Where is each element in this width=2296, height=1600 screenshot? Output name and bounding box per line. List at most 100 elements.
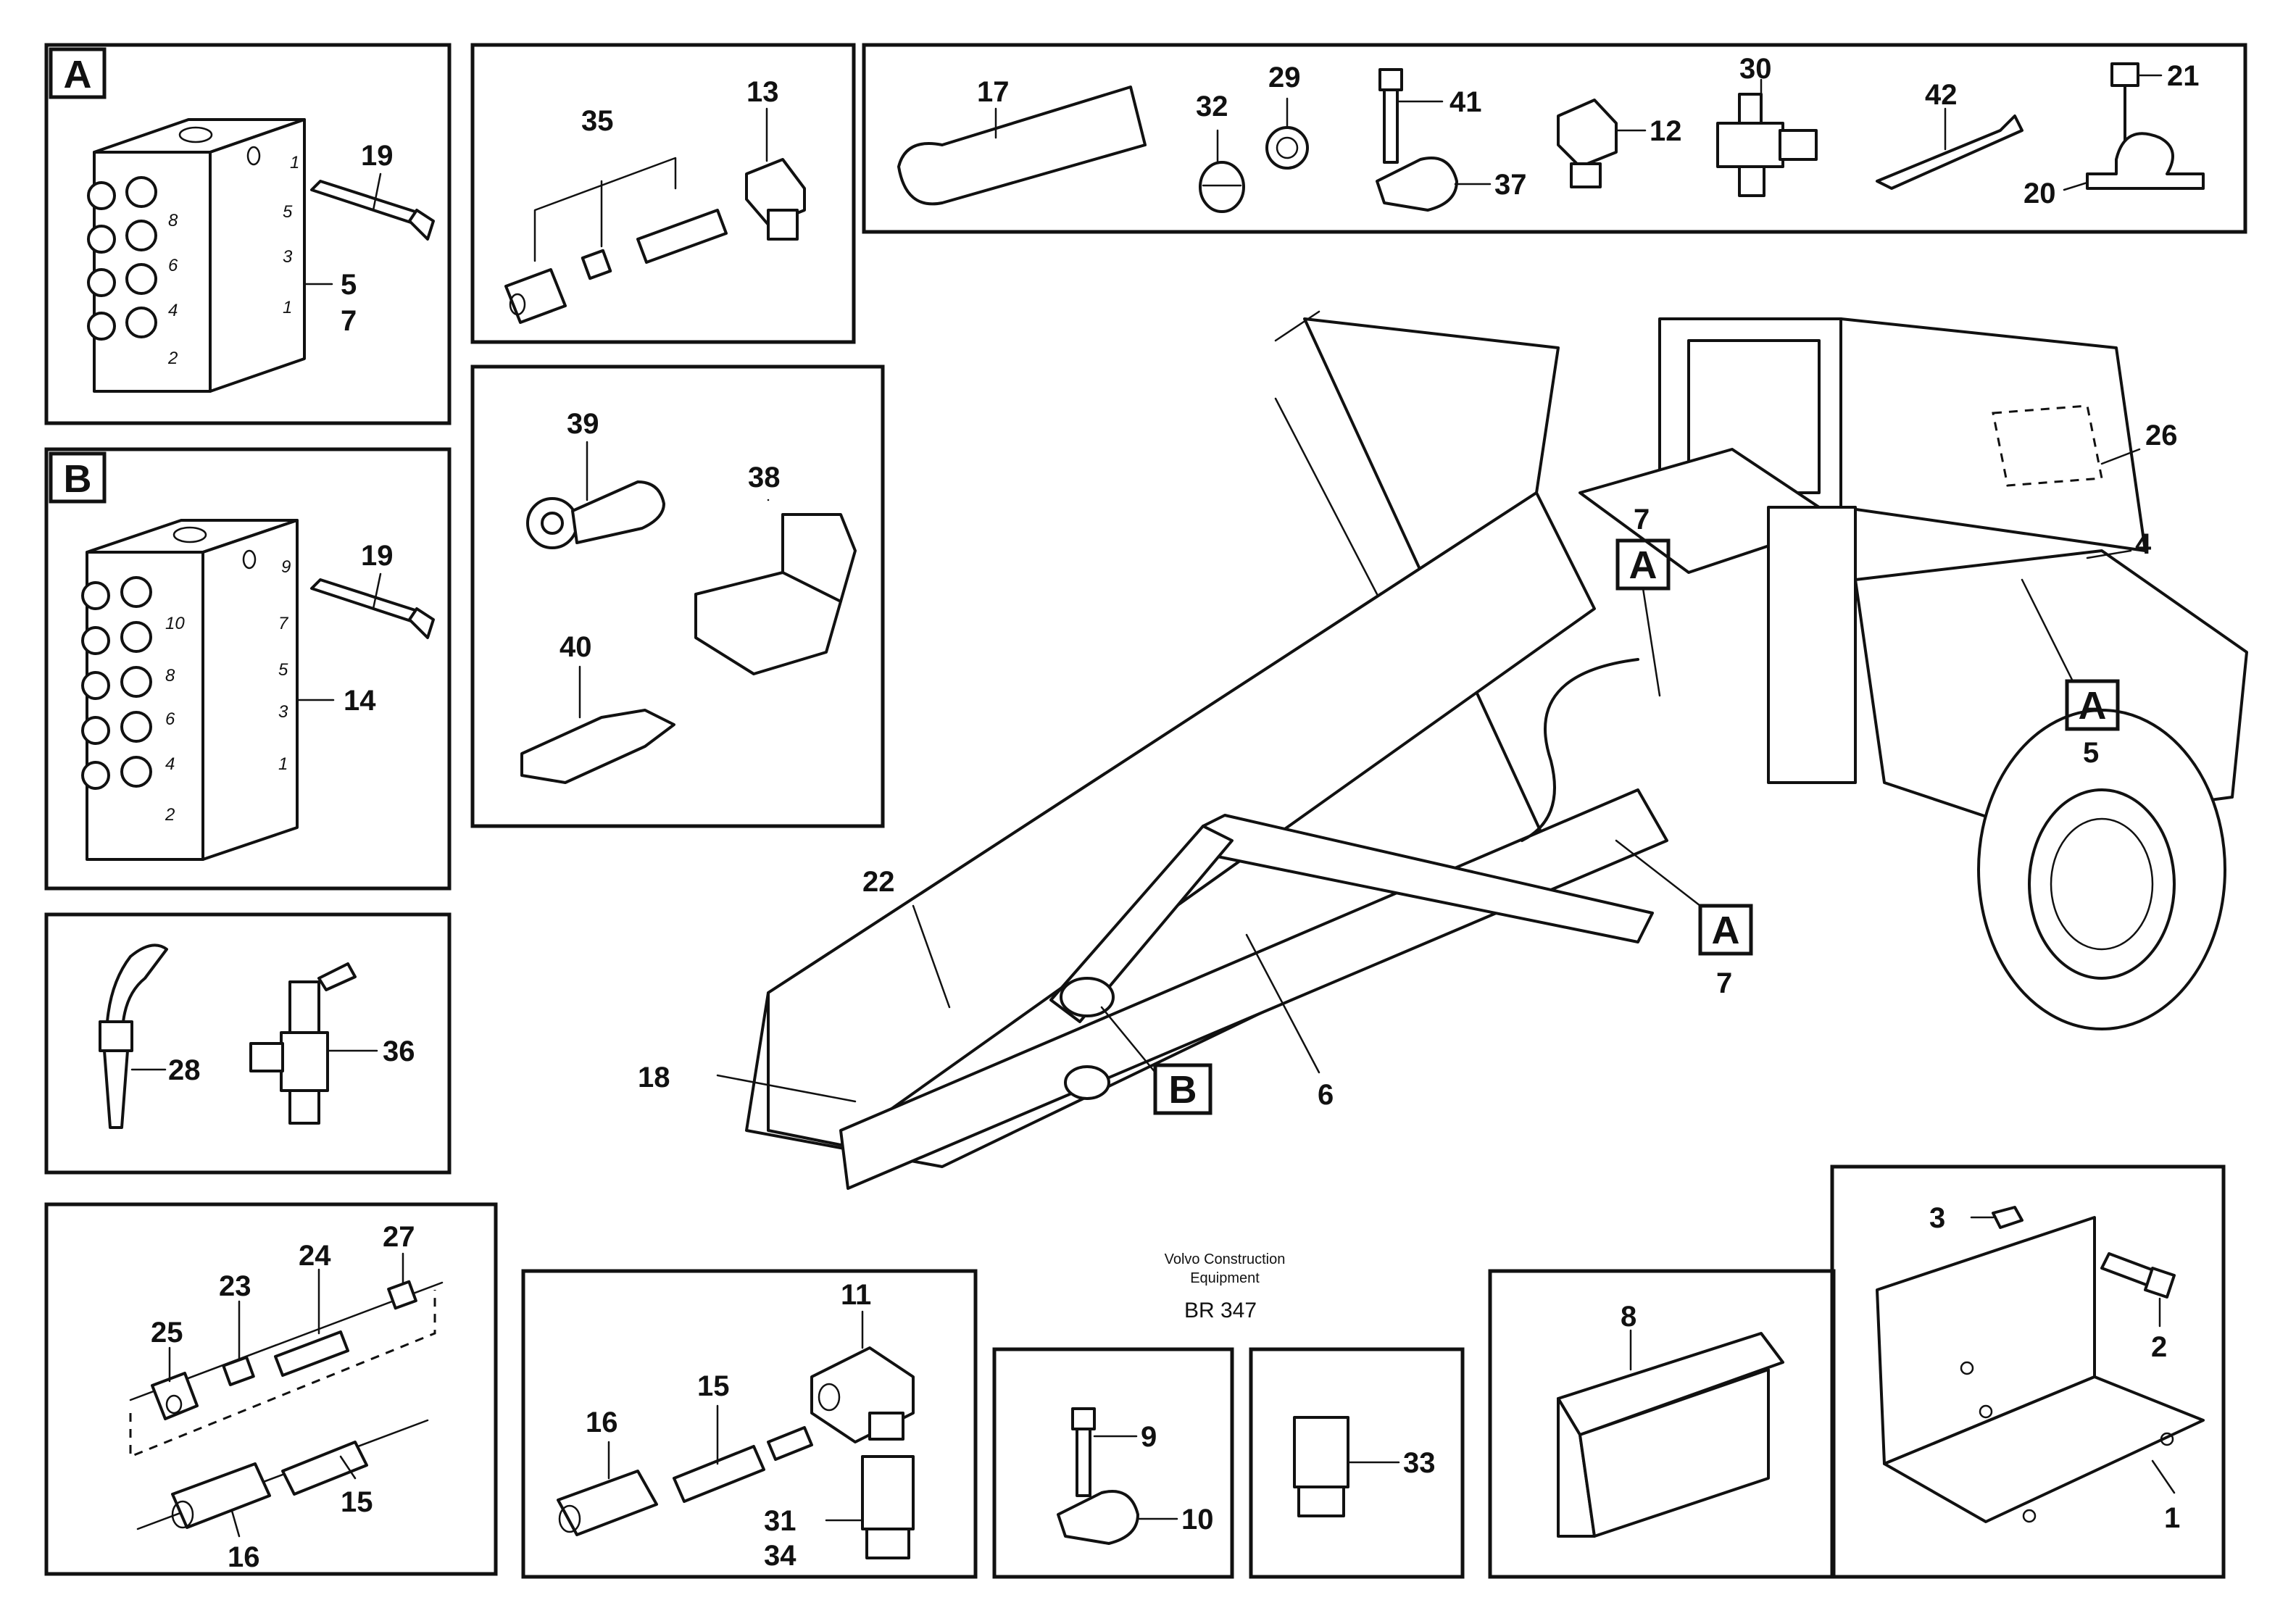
block-a-port bbox=[246, 146, 261, 166]
callout-24: 24 bbox=[299, 1240, 331, 1272]
panel-adapter-33: 33 bbox=[1249, 1347, 1465, 1579]
spiral-hose-17 bbox=[897, 86, 1147, 206]
leader-1 bbox=[2151, 1459, 2176, 1494]
cover-8-plate bbox=[1578, 1368, 1770, 1538]
callout-13: 13 bbox=[746, 76, 779, 108]
panel-bracket-1: 3 2 1 bbox=[1830, 1164, 2226, 1579]
callout-26: 26 bbox=[2145, 420, 2178, 451]
nipple-15b-end bbox=[767, 1426, 813, 1461]
panel-electrical-frame bbox=[470, 364, 885, 828]
block-a-port-no: 3 bbox=[283, 247, 293, 267]
connector-38-body bbox=[694, 571, 842, 675]
elbow-12-thread bbox=[1570, 162, 1602, 188]
panel-fittings-frame bbox=[44, 1202, 498, 1576]
footer-maker-line1: Volvo Construction bbox=[1165, 1251, 1286, 1267]
callout-18: 18 bbox=[638, 1062, 670, 1093]
bracket-1-base bbox=[1883, 1375, 2205, 1523]
block-b-inlet bbox=[172, 526, 207, 543]
screw-21-head bbox=[2110, 62, 2139, 87]
callout-14: 14 bbox=[344, 685, 376, 717]
grease-nipple-tip bbox=[103, 1049, 129, 1129]
bracket-35 bbox=[533, 157, 677, 262]
beam-hole bbox=[1064, 1065, 1110, 1100]
block-a-port-no: 4 bbox=[168, 301, 178, 320]
washer-29-hole bbox=[1276, 136, 1299, 159]
nipple-15b bbox=[673, 1445, 765, 1503]
block-a-port-no: 1 bbox=[283, 298, 292, 317]
leader-22 bbox=[912, 904, 951, 1009]
callout-33: 33 bbox=[1403, 1447, 1436, 1479]
panel-35-13-frame bbox=[470, 43, 856, 344]
block-a-port-no: 5 bbox=[283, 202, 293, 222]
clip-20 bbox=[2086, 132, 2205, 190]
callout-34: 34 bbox=[764, 1540, 796, 1572]
callout-7: 7 bbox=[1634, 504, 1650, 536]
marker-a-lower bbox=[1698, 904, 1753, 956]
elbow-11-bore bbox=[818, 1383, 841, 1412]
clamp-10 bbox=[1057, 1490, 1139, 1545]
panel-fittings-center-frame bbox=[521, 1269, 978, 1579]
bolt-b-shank bbox=[310, 578, 423, 623]
adapter-31 bbox=[861, 1455, 915, 1530]
screw-41-shank bbox=[1383, 88, 1399, 164]
elbow-11-thread bbox=[868, 1412, 904, 1441]
panel-block-a: A 1 5 3 1 8 6 4 2 19 5 7 bbox=[44, 43, 452, 425]
callout-16: 16 bbox=[228, 1541, 260, 1573]
callout-6: 6 bbox=[1318, 1079, 1334, 1111]
block-a-port-no: 2 bbox=[167, 349, 178, 368]
nut-35 bbox=[504, 268, 567, 324]
panel-parts-strip: 17 32 29 41 37 12 30 42 21 20 bbox=[862, 43, 2247, 234]
nut-16 bbox=[171, 1462, 271, 1529]
callout-15: 15 bbox=[341, 1486, 373, 1518]
callout-27: 27 bbox=[383, 1221, 415, 1253]
block-a-side bbox=[209, 118, 306, 393]
callout-17: 17 bbox=[977, 76, 1010, 108]
nut-3 bbox=[1992, 1206, 2023, 1229]
callout-8: 8 bbox=[1621, 1301, 1636, 1333]
parts-strip-frame bbox=[862, 43, 2247, 234]
callout-4: 4 bbox=[2135, 528, 2152, 560]
callout-21: 21 bbox=[2167, 60, 2200, 92]
marker-a-lower-leader bbox=[1615, 839, 1702, 907]
block-b-port-no: 8 bbox=[165, 666, 175, 686]
callout-35: 35 bbox=[581, 105, 614, 137]
hose-route bbox=[1521, 658, 1639, 842]
callout-42: 42 bbox=[1925, 79, 1958, 111]
nut-16-bore bbox=[171, 1500, 194, 1529]
block-a-port-no: 8 bbox=[168, 211, 178, 230]
marker-a-upper-leader bbox=[1642, 587, 1661, 697]
plug-32 bbox=[1199, 161, 1245, 213]
callout-41: 41 bbox=[1449, 86, 1482, 118]
leader-20 bbox=[2063, 181, 2089, 191]
marker-a-lower-tag: A bbox=[1712, 909, 1740, 952]
callout-10: 10 bbox=[1181, 1504, 1214, 1536]
panel-a-frame bbox=[44, 43, 452, 425]
hoist-cylinder-lower bbox=[1049, 825, 1234, 1023]
panel-cover-8: 8 bbox=[1488, 1269, 1836, 1579]
valve-30-top bbox=[1738, 93, 1763, 125]
callout-32: 32 bbox=[1196, 91, 1228, 122]
valve-30-thread bbox=[1738, 165, 1765, 197]
block-b-port-no: 4 bbox=[165, 754, 175, 774]
callout-19: 19 bbox=[361, 540, 394, 572]
nut-16b bbox=[557, 1470, 658, 1536]
washer-29 bbox=[1265, 126, 1309, 170]
callout-5: 5 bbox=[341, 269, 357, 301]
clamp-37 bbox=[1376, 157, 1458, 212]
leader-4 bbox=[2086, 549, 2132, 559]
callout-39: 39 bbox=[567, 408, 599, 440]
block-a-outlets bbox=[87, 176, 157, 341]
callout-11: 11 bbox=[841, 1279, 871, 1311]
bolt-b-head bbox=[408, 607, 435, 639]
ring-23 bbox=[222, 1356, 255, 1386]
bolt-a-shank bbox=[310, 180, 423, 225]
bracket-hole bbox=[2160, 1432, 2174, 1446]
callout-7: 7 bbox=[341, 305, 357, 337]
callout-31: 31 bbox=[764, 1505, 796, 1537]
callout-20: 20 bbox=[2023, 178, 2056, 209]
body-crease bbox=[1274, 397, 1378, 596]
lube-block-b-location bbox=[1060, 977, 1115, 1017]
marker-b bbox=[1153, 1063, 1213, 1115]
callout-9: 9 bbox=[1141, 1421, 1157, 1453]
block-b-port-no: 2 bbox=[165, 805, 175, 825]
